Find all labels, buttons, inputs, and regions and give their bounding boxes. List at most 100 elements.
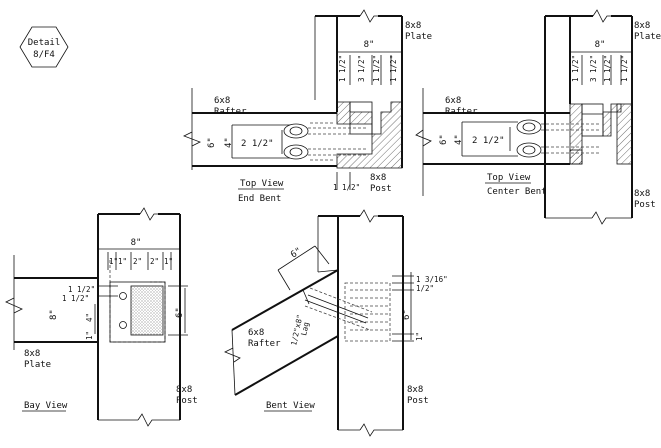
plate-label-2: Plate — [405, 32, 432, 42]
view-title-1: Top View — [240, 179, 284, 189]
rafter-dim-6: 6" — [207, 137, 217, 148]
rafter-dim-212: 2 1/2" — [472, 136, 505, 146]
plate-label-2: Plate — [634, 32, 661, 42]
svg-text:2": 2" — [150, 257, 159, 266]
view-title-1: Top View — [487, 173, 531, 183]
dim-6-right: 6" — [402, 309, 412, 320]
sub-dim-3: 1 1/2" — [372, 55, 381, 82]
post-label-2: Post — [370, 184, 392, 194]
dim-1316: 1 3/16" — [416, 275, 448, 284]
rafter-label-1: 6x8 — [445, 96, 461, 106]
post-width-dim: 8" — [131, 238, 142, 248]
plate-label-2: Plate — [24, 360, 51, 370]
rafter-dim-6: 6" — [439, 134, 449, 145]
rafter-dim-6: 6" — [289, 246, 304, 260]
plate-break-mark — [592, 9, 611, 23]
dim-6: 6" — [175, 307, 185, 318]
post-label-2: Post — [634, 200, 656, 210]
lag-screw — [307, 294, 369, 319]
plate-label-1: 8x8 — [634, 21, 650, 31]
bolt-head-lower — [516, 142, 542, 158]
bolt-hole-lower — [119, 321, 127, 329]
detail-line2: 8/F4 — [33, 50, 55, 60]
rafter-break-mark — [224, 347, 241, 363]
rafter-dim-6-line — [277, 245, 316, 271]
detail-hexagon — [19, 26, 69, 68]
svg-text:1": 1" — [109, 257, 118, 266]
post-hatched-right — [616, 103, 633, 165]
dim-1: 1" — [85, 331, 94, 340]
post-break-top — [359, 209, 378, 223]
sub-dim-4: 1 1/2" — [389, 55, 398, 82]
bent-view: 6" 1 3/16" 1/2" 6" 1" 1/2"x8" Lag 6x8 Ra… — [224, 209, 448, 437]
post-width-dim: 8" — [364, 40, 375, 50]
rafter-top-edge — [231, 269, 339, 331]
svg-text:1": 1" — [164, 257, 173, 266]
bottom-dim: 1 1/2" — [333, 183, 360, 192]
post-label-2: Post — [176, 396, 198, 406]
post-label-1: 8x8 — [370, 173, 386, 183]
rafter-label-1: 6x8 — [248, 328, 264, 338]
sub-dim-1: 1 1/2" — [338, 55, 347, 82]
rafter-dim-4: 4" — [224, 137, 234, 148]
rafter-dim-4: 4" — [454, 134, 464, 145]
plate-dim-8: 8" — [49, 309, 59, 320]
dim-112-a: 1 1/2" — [68, 285, 95, 294]
view-title: Bay View — [24, 401, 68, 411]
bay-view: 8" 8" 1" 1" 2" 2" 1" 1 1/2" 1 1/2" 4" 1"… — [5, 207, 198, 427]
dim-1: 1" — [415, 332, 424, 341]
rafter-end — [231, 329, 236, 396]
post-label-1: 8x8 — [176, 385, 192, 395]
tenon-hidden-box — [344, 282, 391, 342]
svg-text:1 1/2": 1 1/2" — [620, 55, 629, 82]
plate-bottom-break — [591, 211, 610, 225]
plate-label-1: 8x8 — [24, 349, 40, 359]
rafter-label-2: Rafter — [445, 107, 478, 117]
rafter-break-mark — [183, 131, 201, 147]
post-label-2: Post — [407, 396, 429, 406]
detail-line1: Detail — [28, 38, 61, 48]
rafter-label-2: Rafter — [214, 107, 247, 117]
bolt-hole-upper — [119, 292, 127, 300]
rafter-break-mark — [415, 129, 432, 147]
plate-label-1: 8x8 — [405, 21, 421, 31]
svg-text:2": 2" — [133, 257, 142, 266]
post-sub-dims: 1 1/2" 3 1/2" 1 1/2" 1 1/2" — [571, 55, 629, 85]
view-title-2: End Bent — [238, 194, 281, 204]
bolt-head-upper — [516, 119, 542, 135]
post-hatched-section — [336, 101, 403, 169]
post-label-1: 8x8 — [407, 385, 423, 395]
post-label-1: 8x8 — [634, 189, 650, 199]
rafter-label-2: Rafter — [248, 339, 281, 349]
top-view-end-bent: 8" 8x8 Plate 1 1/2" 3 1/2" 1 1/2" 1 1/2"… — [183, 9, 432, 204]
bolt-head-upper — [283, 123, 309, 139]
svg-text:1 1/2": 1 1/2" — [603, 55, 612, 82]
dim-112-b: 1 1/2" — [62, 294, 89, 303]
lag-label-2: Lag — [299, 321, 311, 336]
dim-12: 1/2" — [416, 284, 434, 293]
rafter-dim-212: 2 1/2" — [241, 139, 274, 149]
tenon-slot — [581, 103, 604, 137]
post-sub-dims: 1 1/2" 3 1/2" 1 1/2" 1 1/2" — [338, 55, 398, 85]
post-width-dim: 8" — [595, 40, 606, 50]
rafter-bottom-edge — [234, 335, 339, 396]
lag-head — [302, 289, 310, 305]
stippled-tenon — [130, 285, 164, 336]
top-view-center-bent: 8" 8x8 Plate 1 1/2" 3 1/2" 1 1/2" 1 1/2"… — [415, 9, 661, 225]
svg-text:1": 1" — [118, 257, 127, 266]
sub-dim-2: 3 1/2" — [357, 55, 366, 82]
svg-text:1 1/2": 1 1/2" — [571, 55, 580, 82]
plate-break-mark — [5, 297, 23, 314]
view-title: Bent View — [266, 401, 315, 411]
dim-4: 4" — [85, 313, 94, 322]
post-break-top — [139, 207, 158, 221]
view-title-2: Center Bent — [487, 187, 547, 197]
rafter-label-1: 6x8 — [214, 96, 230, 106]
post-break-bottom — [137, 413, 156, 427]
detail-tag: Detail 8/F4 — [19, 26, 69, 68]
bolt-head-lower — [283, 144, 309, 160]
plate-break-mark — [359, 9, 378, 23]
post-break-bottom — [359, 423, 378, 437]
